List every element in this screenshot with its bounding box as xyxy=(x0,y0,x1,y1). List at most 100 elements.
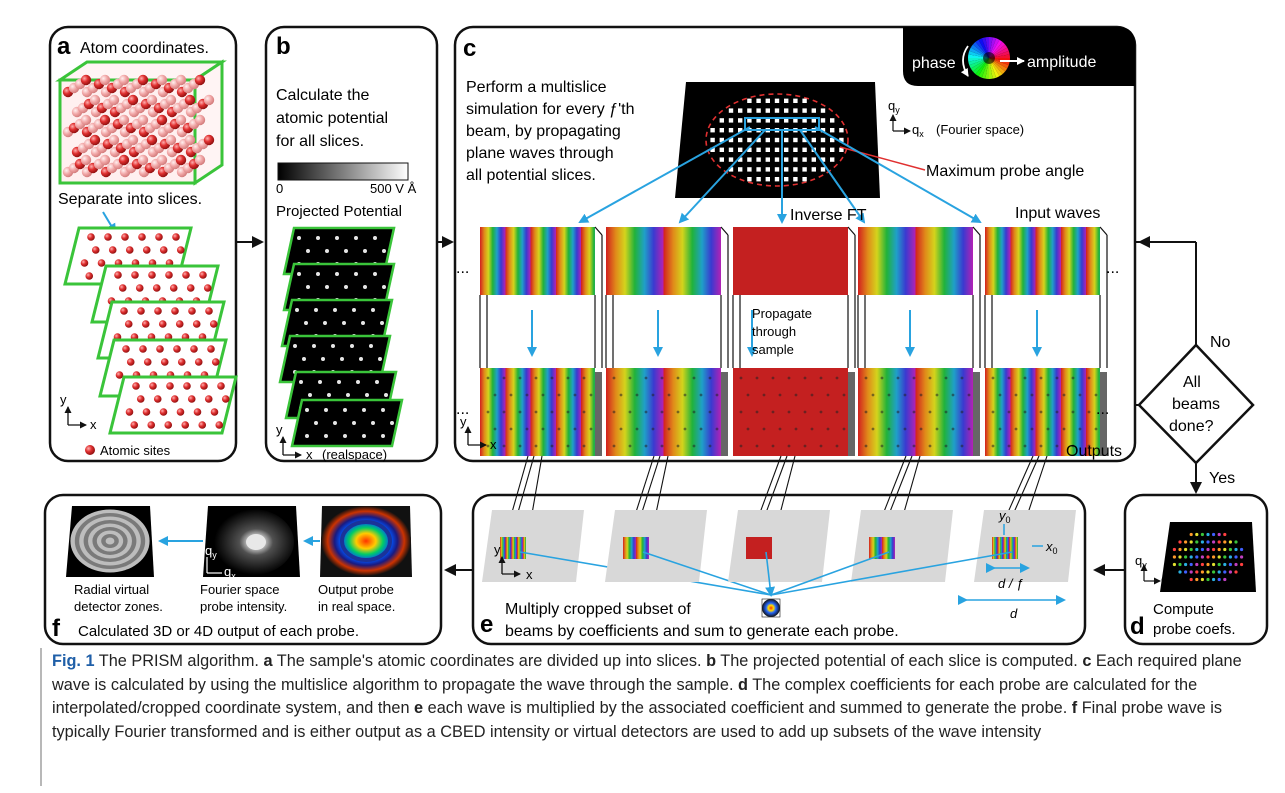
panel-e-text-1: Multiply cropped subset of xyxy=(505,601,691,618)
wave-columns xyxy=(479,226,1108,538)
svg-text:qx: qx xyxy=(912,122,924,139)
svg-text:x: x xyxy=(490,437,497,452)
propagate-text-2: through xyxy=(752,324,796,339)
panel-b-text-1: Calculate the xyxy=(276,87,369,104)
panel-c-text-1: Perform a multislice xyxy=(466,79,607,96)
phase-amplitude-legend: phase amplitude xyxy=(903,27,1135,86)
cropped-beams xyxy=(482,510,1076,597)
colorbar-min: 0 xyxy=(276,181,283,196)
yes-label: Yes xyxy=(1209,470,1235,487)
caption-c-text: Each required plane wave is calculated b… xyxy=(52,652,1242,694)
panel-b-axes: y x (realspace) xyxy=(276,422,387,462)
panel-c-letter: c xyxy=(463,35,476,62)
svg-text:x0: x0 xyxy=(1045,539,1058,556)
panel-e-frame xyxy=(471,493,1087,646)
panel-c-frame xyxy=(453,25,1137,463)
panel-d-letter: d xyxy=(1130,613,1145,640)
ellipsis-right-bottom: ... xyxy=(1096,401,1109,418)
panel-d-frame xyxy=(1123,493,1269,646)
fourier-space-beams xyxy=(675,82,880,198)
propagate-text-3: sample xyxy=(752,342,794,357)
panel-e-text-2: beams by coefficients and sum to generat… xyxy=(505,623,899,640)
decision-text-3: done? xyxy=(1169,418,1214,435)
outputs-label: Outputs xyxy=(1066,443,1122,460)
svg-text:y: y xyxy=(60,392,67,407)
panel-c-text-4: plane waves through xyxy=(466,145,614,162)
radial-label-2: detector zones. xyxy=(74,599,163,614)
caption-f-text: Final probe wave is typically Fourier tr… xyxy=(52,699,1222,741)
panel-a-axes: y x xyxy=(60,392,97,432)
svg-text:x: x xyxy=(526,567,533,582)
panel-e-letter: e xyxy=(480,611,493,638)
panel-b-letter: b xyxy=(276,33,291,60)
panel-b-text-2: atomic potential xyxy=(276,110,388,127)
potential-colorbar xyxy=(277,162,409,181)
svg-text:phase: phase xyxy=(912,55,956,72)
svg-text:qx: qx xyxy=(224,564,236,581)
output-label-1: Output probe xyxy=(318,582,394,597)
coordinate-annotations: y0 x0 d / ƒ d xyxy=(958,508,1066,621)
projected-potential-label: Projected Potential xyxy=(276,203,402,220)
svg-text:qx: qx xyxy=(1161,572,1173,589)
figure-caption: Fig. 1 The PRISM algorithm. a The sample… xyxy=(52,650,1267,744)
svg-text:y: y xyxy=(460,414,467,429)
panel-d-axes: qy qx xyxy=(1135,553,1173,589)
panel-a-letter: a xyxy=(57,33,71,60)
potential-slices xyxy=(278,226,404,448)
panel-f-letter: f xyxy=(52,615,61,642)
radial-label-1: Radial virtual xyxy=(74,582,149,597)
panel-d-text-2: probe coefs. xyxy=(1153,621,1236,638)
svg-text:y0: y0 xyxy=(998,508,1011,525)
caption-d-text: The complex coefficients for each probe … xyxy=(52,675,1198,718)
caption-rule xyxy=(40,648,42,786)
decision-text-1: All xyxy=(1183,374,1201,391)
svg-text:(Fourier space): (Fourier space) xyxy=(936,122,1024,137)
panel-d-text-1: Compute xyxy=(1153,601,1214,618)
panel-f-frame xyxy=(43,493,443,646)
separate-slices-text: Separate into slices. xyxy=(58,191,202,208)
svg-text:y: y xyxy=(276,422,283,437)
colorbar-max: 500 V Å xyxy=(370,181,417,196)
fourier-axes-f: qy qx xyxy=(205,543,236,581)
panel-e-axes: y x xyxy=(494,542,533,582)
ellipsis-left-top: ... xyxy=(456,260,469,277)
probe-coefs-map xyxy=(1160,522,1256,592)
input-waves-label: Input waves xyxy=(1015,205,1100,222)
atomic-site-legend-icon xyxy=(85,445,95,455)
decision-text-2: beams xyxy=(1172,396,1220,413)
beam-to-wave-arrows xyxy=(578,126,982,224)
caption-a: a xyxy=(263,652,273,670)
panel-c-text-5: all potential slices. xyxy=(466,167,596,184)
svg-text:(realspace): (realspace) xyxy=(322,447,387,462)
inverse-ft-label: Inverse FT xyxy=(790,207,867,224)
caption-c: c xyxy=(1082,652,1092,670)
panel-a-title: Atom coordinates. xyxy=(80,40,209,57)
panel-c-text-3: beam, by propagating xyxy=(466,123,621,140)
panel-f-bottom-text: Calculated 3D or 4D output of each probe… xyxy=(78,623,359,640)
output-label-2: in real space. xyxy=(318,599,395,614)
caption-title: The PRISM algorithm. xyxy=(98,652,259,670)
svg-text:d / ƒ: d / ƒ xyxy=(998,576,1023,591)
ellipsis-right-top: ... xyxy=(1106,260,1119,277)
svg-text:qy: qy xyxy=(205,543,217,560)
svg-text:amplitude: amplitude xyxy=(1027,54,1096,71)
caption-fig-label: Fig. 1 xyxy=(52,652,95,670)
svg-text:y: y xyxy=(494,542,501,557)
svg-text:qy: qy xyxy=(888,98,900,115)
svg-text:qy: qy xyxy=(1135,553,1147,570)
caption-f: f xyxy=(1071,699,1078,717)
svg-text:x: x xyxy=(306,447,313,462)
atom-crystal xyxy=(55,59,227,186)
summed-probe-icon xyxy=(762,599,780,617)
panel-b-frame xyxy=(264,25,439,463)
svg-text:d: d xyxy=(1010,606,1018,621)
svg-text:x: x xyxy=(90,417,97,432)
panel-a-frame xyxy=(48,25,238,463)
caption-a-text: The sample's atomic coordinates are divi… xyxy=(276,652,702,670)
panel-c-text-2: simulation for every ƒ'th xyxy=(466,101,634,118)
caption-e-text: each wave is multiplied by the associate… xyxy=(427,699,1068,717)
caption-b-text: The projected potential of each slice is… xyxy=(720,652,1078,670)
max-angle-pointer xyxy=(839,146,926,171)
ellipsis-left-bottom: ... xyxy=(456,401,469,418)
